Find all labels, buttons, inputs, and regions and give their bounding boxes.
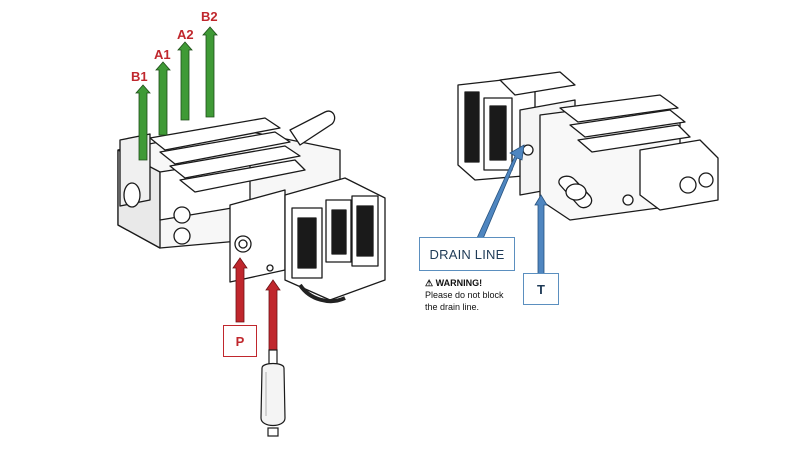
arrow-b1	[135, 84, 151, 161]
arrow-p-inlet	[232, 257, 248, 323]
arrow-a2	[177, 41, 193, 121]
arrow-a1	[155, 61, 171, 136]
drain-line-label-text: DRAIN LINE	[429, 246, 505, 262]
port-label-a1: A1	[154, 47, 171, 62]
arrow-b2	[202, 26, 218, 118]
arrow-accumulator	[265, 279, 281, 351]
port-label-p: P	[223, 325, 257, 357]
warning-text-line1: Please do not block	[425, 290, 504, 300]
drain-line-warning: ⚠ WARNING! Please do not block the drain…	[425, 277, 535, 313]
port-label-t-text: T	[537, 281, 545, 297]
pressure-arrows	[232, 257, 281, 351]
port-label-t: T	[523, 273, 559, 305]
warning-title: WARNING!	[435, 278, 483, 288]
warning-text-line2: the drain line.	[425, 302, 480, 312]
arrow-tank	[534, 194, 548, 276]
port-label-b1: B1	[131, 69, 148, 84]
warning-triangle-icon: ⚠	[425, 278, 434, 288]
warning-title-row: ⚠ WARNING!	[425, 277, 535, 289]
port-label-p-text: P	[235, 333, 245, 349]
accumulator	[260, 349, 286, 437]
arrow-drain-line	[476, 144, 525, 242]
drain-line-label: DRAIN LINE	[419, 237, 515, 271]
port-label-b2: B2	[201, 9, 218, 24]
work-port-arrows	[135, 26, 218, 161]
left-valve-assembly	[117, 110, 386, 304]
drain-arrows	[476, 144, 548, 276]
port-label-a2: A2	[177, 27, 194, 42]
